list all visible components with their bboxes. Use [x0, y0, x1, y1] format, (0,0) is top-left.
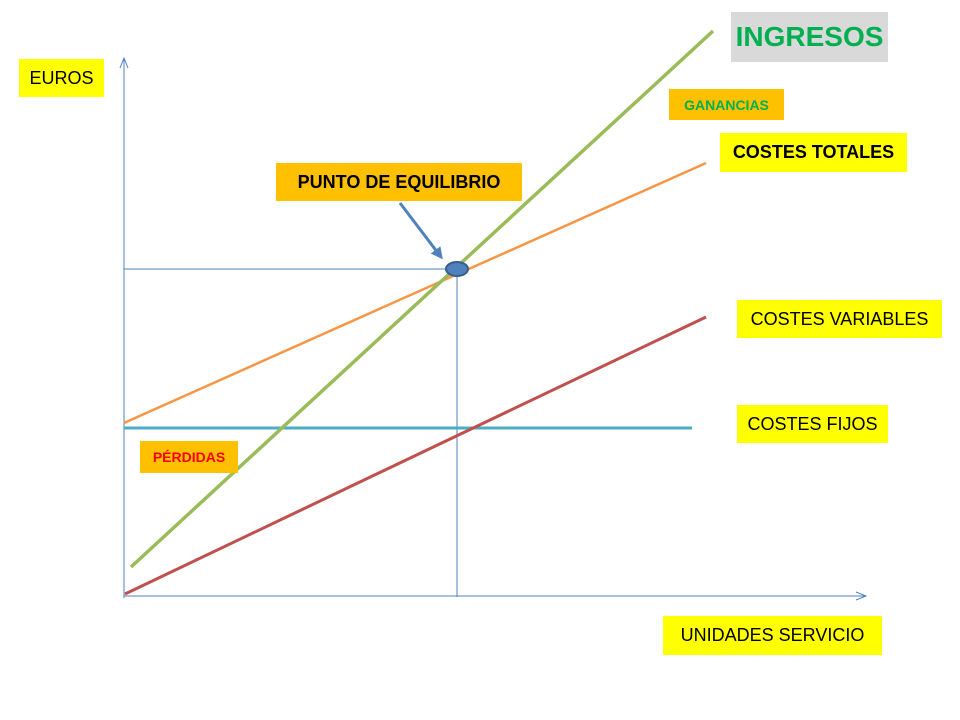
ingresos-line — [129, 29, 715, 569]
euros-axis-label: EUROS — [19, 59, 104, 97]
costes-variables-line — [124, 315, 707, 596]
costes-totales-line — [123, 161, 707, 425]
costes-fijos-label: COSTES FIJOS — [737, 405, 888, 443]
costes-variables-label: COSTES VARIABLES — [737, 300, 942, 338]
ganancias-label: GANANCIAS — [669, 89, 784, 120]
costes-totales-label: COSTES TOTALES — [720, 133, 907, 172]
perdidas-label: PÉRDIDAS — [140, 441, 238, 473]
equilibrium-callout-arrow — [398, 202, 443, 260]
punto-equilibrio-label: PUNTO DE EQUILIBRIO — [276, 163, 522, 201]
equilibrium-point-marker — [445, 261, 469, 277]
unidades-servicio-axis-label: UNIDADES SERVICIO — [663, 616, 882, 655]
ingresos-label: INGRESOS — [731, 12, 888, 62]
